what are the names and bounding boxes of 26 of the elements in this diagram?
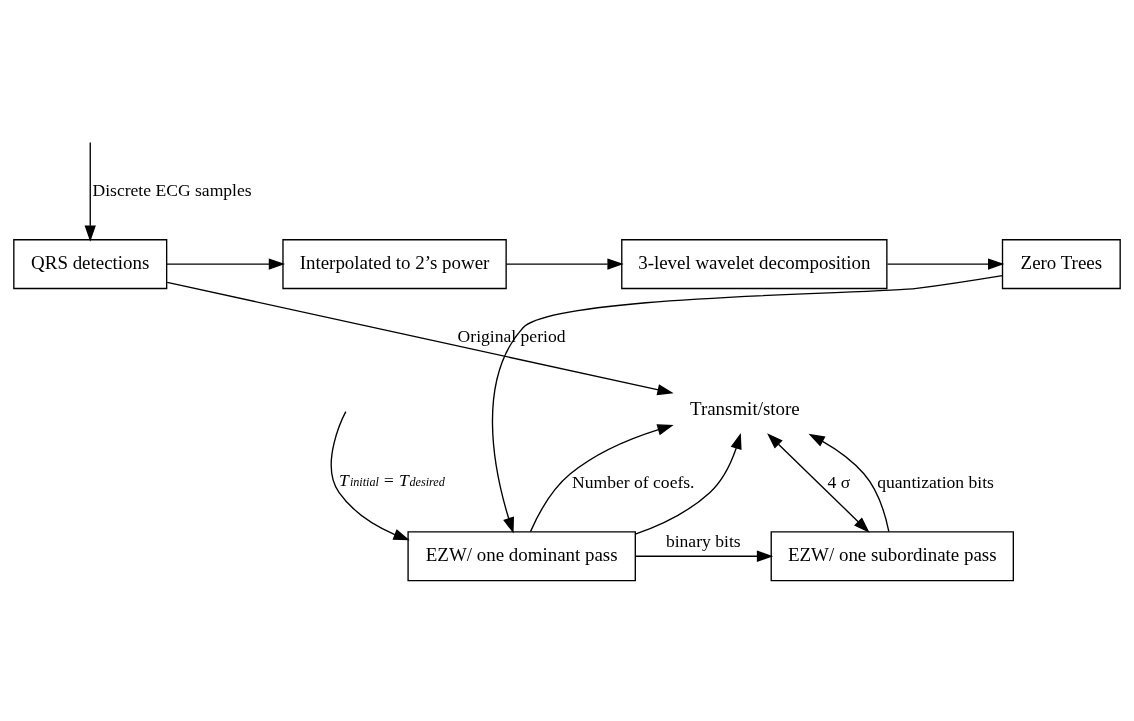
- edge-label: binary bits: [665, 530, 741, 551]
- arrow: [166, 257, 285, 270]
- node-box: 3-level wavelet decomposition: [621, 238, 888, 289]
- arrow: [84, 141, 96, 242]
- edge-label: quantization bits: [877, 471, 994, 492]
- edge-label: Discrete ECG samples: [92, 179, 252, 200]
- arrow: [166, 281, 674, 395]
- arrow: [330, 410, 410, 540]
- edge-label: Tinitial = Tdesired: [339, 469, 445, 490]
- arrow: [634, 550, 774, 562]
- arrow: [505, 257, 624, 270]
- arrow: [886, 257, 1005, 270]
- node-box: QRS detections: [13, 238, 168, 289]
- arrow: [634, 432, 742, 535]
- arrow: [529, 423, 674, 532]
- arrow: [767, 432, 870, 533]
- node-box: EZW/ one dominant pass: [407, 530, 636, 581]
- edge-label: 4 σ: [827, 471, 851, 492]
- node-box: Zero Trees: [1001, 238, 1121, 289]
- node-box: EZW/ one subordinate pass: [770, 530, 1014, 581]
- edge-label: Original period: [457, 325, 566, 346]
- node-text: Transmit/store: [690, 397, 800, 419]
- node-box: Interpolated to 2’s power: [282, 238, 507, 289]
- arrow: [808, 433, 890, 532]
- arrow: [491, 274, 1003, 534]
- edge-label: Number of coefs.: [572, 471, 695, 492]
